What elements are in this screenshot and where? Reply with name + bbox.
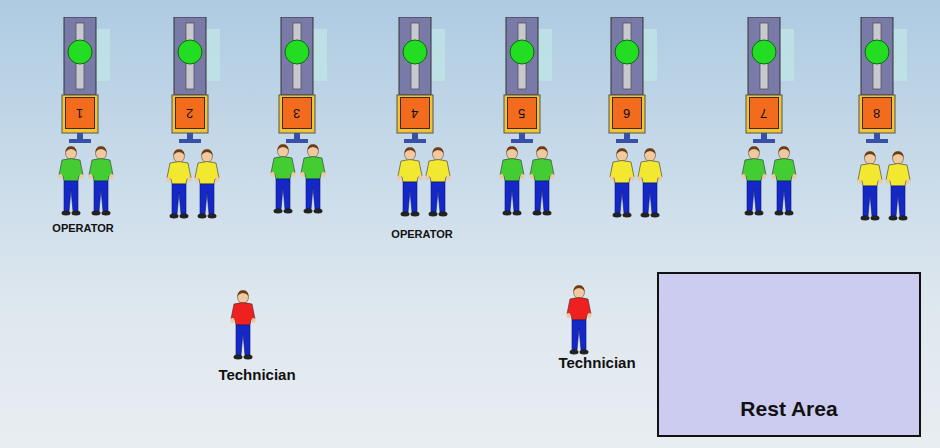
operators — [59, 144, 911, 220]
operator-label: OPERATOR — [391, 228, 452, 240]
machine-number-text: 4 — [411, 106, 418, 121]
machine-number: 2 — [175, 97, 205, 129]
machine-number-text: 3 — [293, 106, 300, 121]
machine-number: 6 — [612, 97, 642, 129]
machine-number-text: 1 — [76, 106, 83, 121]
technician-label: Technician — [558, 354, 635, 371]
machine-towers — [62, 17, 922, 143]
machine-number: 8 — [862, 97, 892, 129]
rest-area: Rest Area — [657, 272, 921, 437]
machine-number: 7 — [749, 97, 779, 129]
technician-label: Technician — [218, 366, 295, 383]
machine-number-text: 5 — [518, 106, 525, 121]
area-title: Rest Area — [740, 397, 837, 421]
machine-number: 4 — [400, 97, 430, 129]
machine-number-text: 6 — [623, 106, 630, 121]
machine-number-text: 7 — [760, 106, 767, 121]
operator-label: OPERATOR — [52, 222, 113, 234]
machine-number: 1 — [65, 97, 95, 129]
technicians — [231, 285, 592, 359]
machine-number: 3 — [282, 97, 312, 129]
machine-number: 5 — [507, 97, 537, 129]
machine-number-text: 2 — [186, 106, 193, 121]
machine-number-text: 8 — [873, 106, 880, 121]
